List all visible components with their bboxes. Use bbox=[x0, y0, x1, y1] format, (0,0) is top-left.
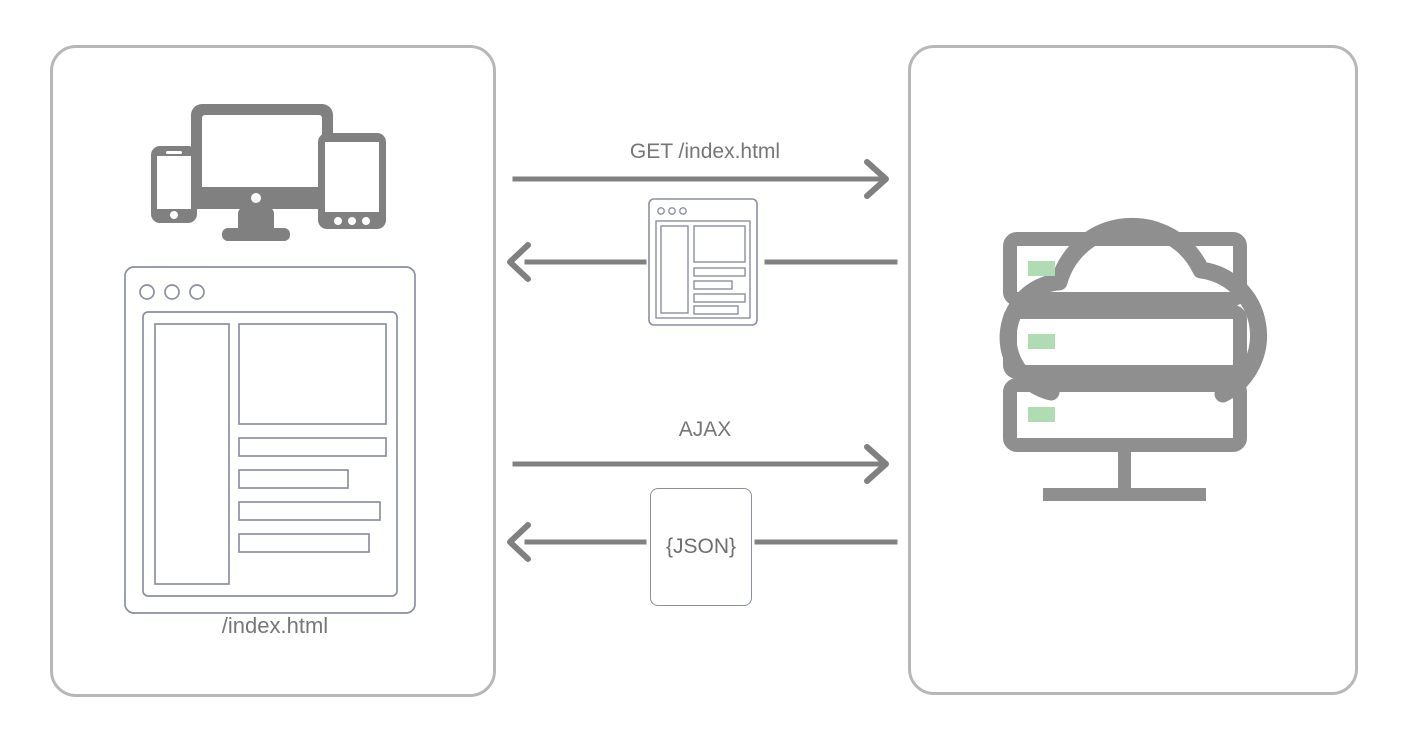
responsive-devices-icon bbox=[150, 103, 390, 258]
status-led bbox=[1028, 334, 1055, 349]
browser-frame bbox=[124, 266, 416, 614]
server-rack-1 bbox=[1003, 232, 1247, 306]
ajax-request-arrow-head bbox=[864, 444, 889, 484]
mini-traffic-light-2 bbox=[668, 207, 676, 215]
network-stand bbox=[1043, 450, 1206, 501]
index-html-caption: /index.html bbox=[221, 613, 329, 638]
mini-bar-4 bbox=[693, 305, 739, 315]
traffic-light-3 bbox=[189, 284, 205, 300]
mini-sidebar bbox=[660, 225, 689, 314]
ajax-response-arrow-head bbox=[507, 522, 531, 562]
ajax-request-label: AJAX bbox=[678, 418, 732, 441]
traffic-light-2 bbox=[164, 284, 180, 300]
mini-viewport bbox=[655, 220, 751, 319]
status-led bbox=[1028, 407, 1055, 422]
get-request-label: GET /index.html bbox=[629, 140, 781, 163]
mini-traffic-light-3 bbox=[679, 207, 687, 215]
mini-traffic-light-1 bbox=[657, 207, 665, 215]
mini-hero bbox=[693, 225, 746, 263]
server-rack-2 bbox=[1003, 305, 1247, 379]
page-bar-1 bbox=[238, 437, 387, 457]
status-led bbox=[1028, 261, 1055, 276]
page-bar-2 bbox=[238, 469, 349, 489]
json-payload-box bbox=[650, 488, 752, 606]
request-arrow-head bbox=[864, 159, 889, 199]
mini-bar-3 bbox=[693, 293, 746, 303]
server-rack-3 bbox=[1003, 378, 1247, 452]
page-hero bbox=[238, 323, 387, 425]
json-payload-label: {JSON} bbox=[665, 535, 737, 558]
cloud-server-icon bbox=[955, 175, 1315, 570]
mini-bar-2 bbox=[693, 280, 733, 290]
response-arrow-head bbox=[507, 242, 531, 282]
page-sidebar bbox=[154, 323, 230, 585]
browser-window-icon bbox=[124, 266, 416, 619]
get-flow-arrows bbox=[505, 155, 900, 300]
page-bar-3 bbox=[238, 501, 381, 521]
mini-bar-1 bbox=[693, 267, 746, 277]
page-bar-4 bbox=[238, 533, 370, 553]
browser-viewport bbox=[142, 311, 398, 597]
html-page-icon bbox=[648, 198, 758, 331]
ajax-flow-arrows bbox=[505, 433, 900, 578]
traffic-light-1 bbox=[139, 284, 155, 300]
